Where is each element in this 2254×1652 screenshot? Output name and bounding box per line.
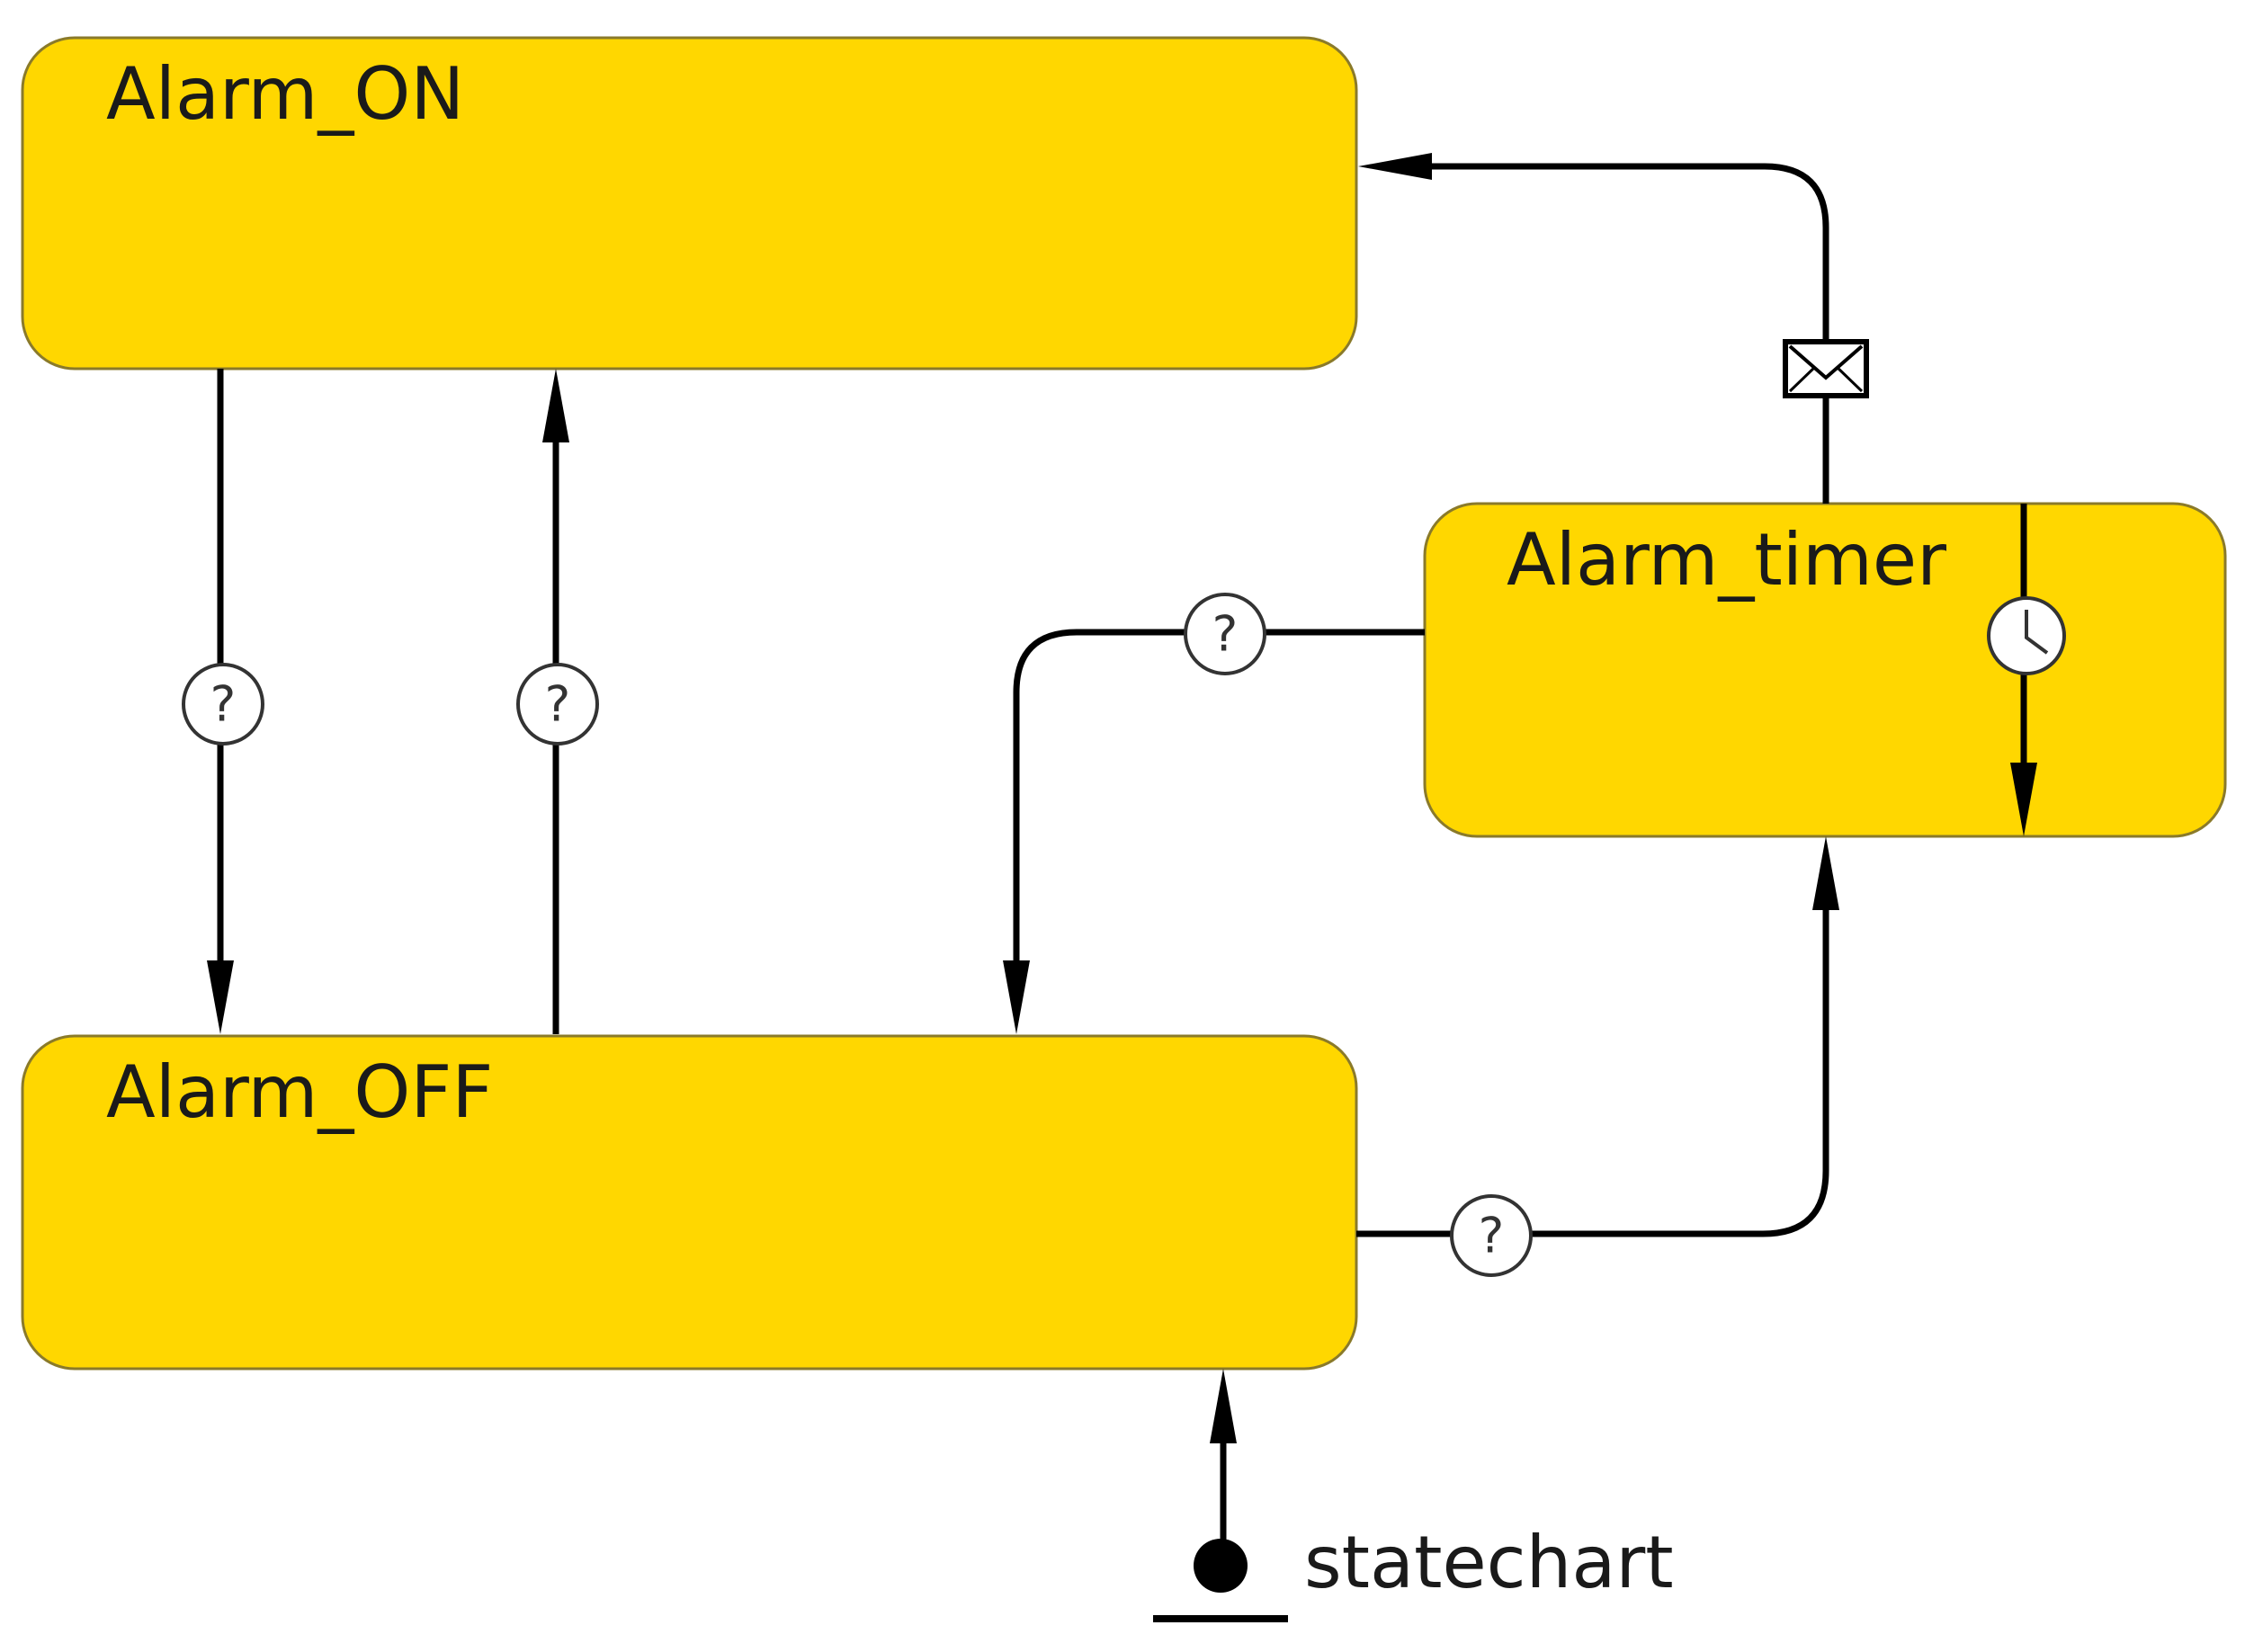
state-alarm-off-label: Alarm_OFF [106,1050,493,1134]
state-alarm-on[interactable]: Alarm_ON [21,36,1358,371]
condition-question-icon[interactable]: ? [1184,593,1266,675]
transition-off-to-on[interactable]: ? [516,369,599,1034]
condition-question-icon[interactable]: ? [1450,1194,1533,1277]
statechart-label: statechart [1304,1521,1674,1604]
state-alarm-timer-label: Alarm_timer [1507,518,1946,602]
svg-text:?: ? [545,676,571,733]
initial-dot-icon [1194,1539,1248,1593]
transition-on-to-off[interactable]: ? [182,369,264,1034]
svg-text:?: ? [1479,1208,1505,1264]
clock-icon[interactable] [1987,596,2066,675]
envelope-icon[interactable] [1783,339,1869,398]
transition-off-to-timer[interactable]: ? [1356,836,1839,1277]
svg-text:?: ? [1212,606,1239,663]
condition-question-icon[interactable]: ? [516,663,599,746]
svg-text:?: ? [210,676,237,733]
state-alarm-timer[interactable]: Alarm_timer [1423,502,2227,838]
transition-timer-to-on[interactable] [1358,153,1869,504]
transition-timer-to-off[interactable]: ? [1003,593,1425,1034]
condition-question-icon[interactable]: ? [182,663,264,746]
state-alarm-on-label: Alarm_ON [106,52,464,136]
state-alarm-off[interactable]: Alarm_OFF [21,1034,1358,1371]
initial-transition[interactable]: statechart [1153,1369,1674,1622]
transition-timer-timeout[interactable] [1987,504,2066,836]
